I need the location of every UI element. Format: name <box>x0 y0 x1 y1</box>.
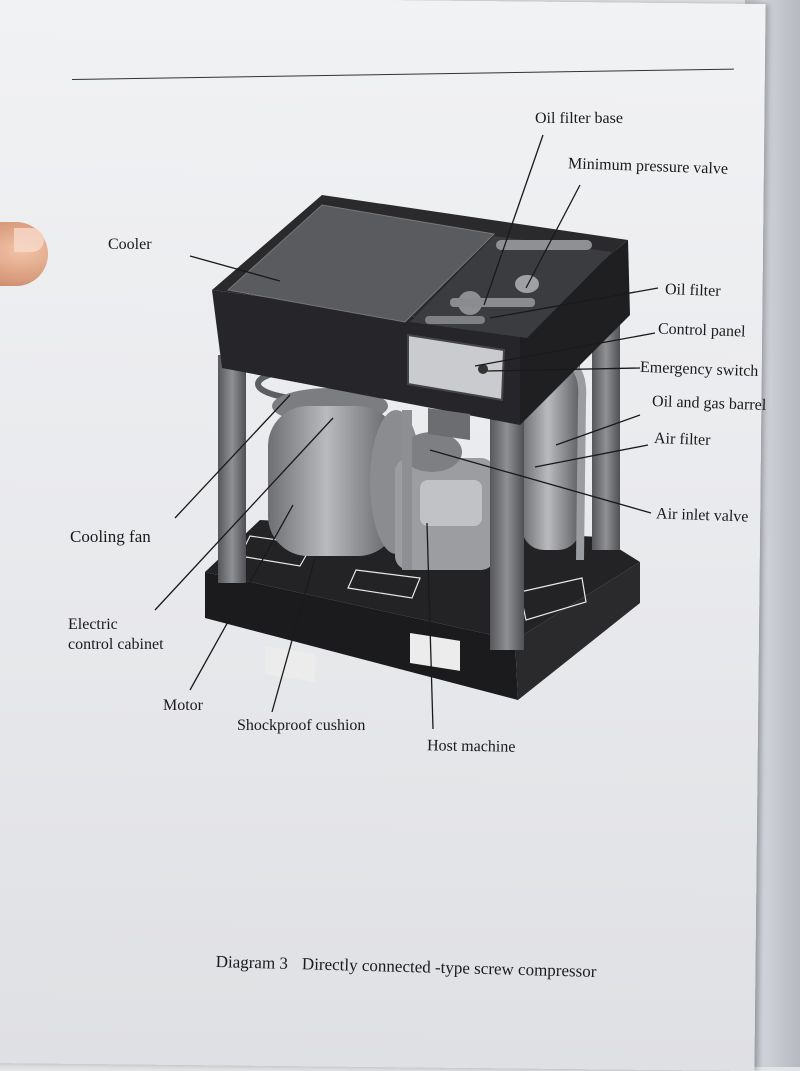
label-oil-filter: Oil filter <box>664 281 721 300</box>
label-oil-and-gas-barrel: Oil and gas barrel <box>651 393 767 414</box>
host-machine <box>395 410 495 570</box>
label-shockproof-cushion: Shockproof cushion <box>237 717 366 734</box>
label-cooling-fan: Cooling fan <box>70 527 151 546</box>
bleed-through-title <box>235 122 241 148</box>
label-control-panel: Control panel <box>657 320 746 341</box>
label-electric-control-cabinet-line1: Electric <box>68 616 118 633</box>
oil-filter-assembly <box>425 275 539 324</box>
label-cooler: Cooler <box>108 236 152 253</box>
label-motor: Motor <box>163 697 203 714</box>
front-left-leg <box>218 355 246 583</box>
label-air-filter: Air filter <box>653 430 711 449</box>
front-right-leg <box>490 410 524 650</box>
leader-lines <box>154 134 659 730</box>
label-host-machine: Host machine <box>426 737 516 756</box>
label-air-inlet-valve: Air inlet valve <box>655 505 749 526</box>
caption-number: Diagram 3 <box>215 952 289 973</box>
label-oil-filter-base: Oil filter base <box>535 110 623 127</box>
label-electric-control-cabinet-line2: control cabinet <box>68 636 164 653</box>
fingernail <box>14 228 44 252</box>
